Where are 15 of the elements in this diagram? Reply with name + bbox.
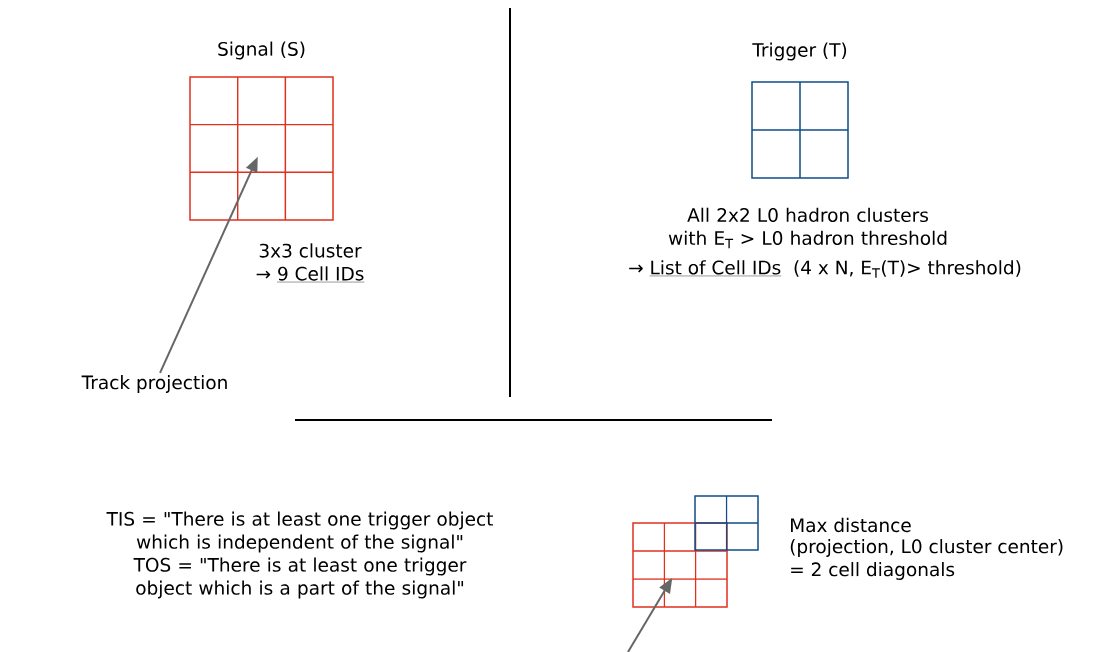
node-label: Trigger (T)	[752, 42, 847, 61]
note-text: TIS = "There is at least one trigger object which is independent of the signal"	[106, 511, 493, 553]
cell-grid	[632, 522, 728, 608]
cell-grid: Signal (S)	[189, 41, 334, 221]
note-text: Max distance	[791, 517, 911, 533]
cluster-note: 3x3 cluster → 9 Cell IDs	[256, 243, 365, 283]
cell-grid	[694, 495, 759, 551]
note-text: (projection, L0 cluster center)	[790, 539, 1063, 557]
cluster-note: → List of Cell IDs (4 x N, E$_{T}$(T)> threshold)	[629, 260, 1021, 278]
cluster-note: All 2x2 L0 hadron clusters with E$_{T}$ > L0 hadron threshold	[668, 207, 947, 249]
note-text: = 2 cell diagonals	[791, 562, 955, 580]
node-text: Track projection	[81, 375, 227, 393]
node-label: Signal (S)	[218, 41, 305, 60]
note-text: TOS = "There is at least one trigger object which is a part of the signal"	[133, 557, 467, 599]
cell-grid: Trigger (T)	[751, 42, 849, 179]
